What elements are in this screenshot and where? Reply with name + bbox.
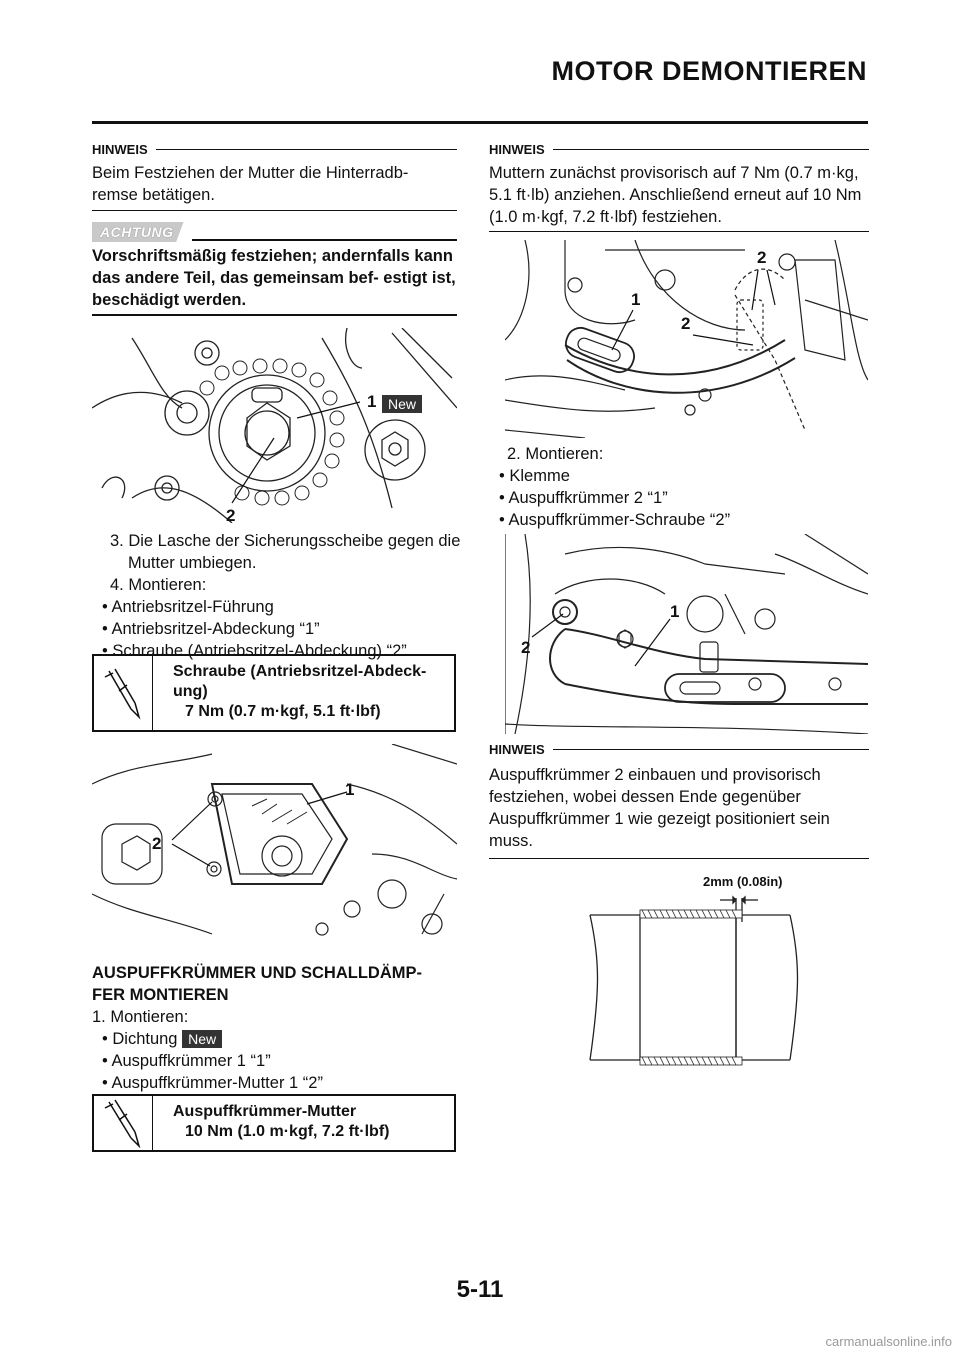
list-item: • Dichtung New <box>102 1028 462 1050</box>
page-number: 5-11 <box>456 1276 504 1303</box>
figure-callout-2: 2 <box>152 834 162 853</box>
spec-value: 7 Nm (0.7 m·kgf, 5.1 ft·lbf) <box>185 703 381 720</box>
section-step-1-list: • Dichtung New • Auspuffkrümmer 1 “1” • … <box>102 1028 462 1094</box>
list-item: • Auspuffkrümmer-Schraube “2” <box>499 511 731 529</box>
list-item: • Auspuffkrümmer-Mutter 1 “2” <box>102 1074 323 1092</box>
section-heading: AUSPUFFKRÜMMER UND SCHALLDÄMP- FER MONTI… <box>92 964 422 1004</box>
figure-callout-1: 1 <box>367 392 377 411</box>
step-2-list: • Klemme • Auspuffkrümmer 2 “1” • Auspuf… <box>499 465 859 531</box>
sprocket-illustration <box>91 327 458 524</box>
figure-callout-2: 2 <box>226 506 236 525</box>
caution-heading: ACHTUNG <box>92 222 457 242</box>
title-rule <box>92 121 868 124</box>
note-heading-label: HINWEIS <box>92 142 148 157</box>
figure-callout-2: 2 <box>757 248 767 267</box>
step-4-title: 4. Montieren: <box>110 576 207 594</box>
spec-name: Auspuffkrümmer-Mutter <box>173 1103 357 1120</box>
list-item: • Auspuffkrümmer 1 “1” <box>102 1052 271 1070</box>
sprocket-figure: 1 New 2 <box>91 327 458 525</box>
note-heading: HINWEIS <box>489 742 869 757</box>
list-item: • Antriebsritzel-Abdeckung “1” <box>102 620 320 638</box>
list-item: • Klemme <box>499 467 570 485</box>
step-4-list: • Antriebsritzel-Führung • Antriebsritze… <box>102 596 462 662</box>
pipe-overlap-illustration <box>589 895 799 1066</box>
list-item: • Auspuffkrümmer 2 “1” <box>499 489 668 507</box>
note-text: Auspuffkrümmer 2 einbauen und provisoris… <box>489 766 830 850</box>
note-heading: HINWEIS <box>92 142 457 157</box>
spec-name: Schraube (Antriebsritzel-Abdeck- ung) <box>173 663 427 700</box>
exhaust-pipe-2-illustration <box>504 533 869 735</box>
spec-value: 10 Nm (1.0 m·kgf, 7.2 ft·lbf) <box>185 1123 390 1140</box>
new-part-badge: New <box>182 1030 223 1048</box>
note-end-rule <box>489 231 869 232</box>
step-3: 3. Die Lasche der Sicherungsscheibe gege… <box>110 532 461 572</box>
torque-spec-box: Schraube (Antriebsritzel-Abdeck- ung) 7 … <box>92 654 456 732</box>
figure-callout-2: 2 <box>521 638 531 657</box>
section-step-1-title: 1. Montieren: <box>92 1008 189 1026</box>
note-text: Beim Festziehen der Mutter die Hinterrad… <box>92 164 409 204</box>
torque-spec-box: Auspuffkrümmer-Mutter 10 Nm (1.0 m·kgf, … <box>92 1094 456 1152</box>
exhaust-pipe-figure: 1 2 2 <box>504 239 869 439</box>
note-end-rule <box>489 858 869 859</box>
note-text: Muttern zunächst provisorisch auf 7 Nm (… <box>489 164 862 226</box>
note-heading: HINWEIS <box>489 142 869 157</box>
note-end-rule <box>92 210 457 211</box>
sprocket-cover-figure: 1 2 <box>91 743 458 944</box>
torque-wrench-icon <box>94 1096 153 1150</box>
pipe-overlap-diagram: 2mm (0.08in) <box>580 870 810 1070</box>
figure-callout-1: 1 <box>670 602 680 621</box>
exhaust-pipe-illustration <box>504 239 869 439</box>
caution-text: Vorschriftsmäßig festziehen; andernfalls… <box>92 247 456 309</box>
figure-callout-1: 1 <box>631 290 641 309</box>
caution-end-rule <box>92 314 457 316</box>
figure-callout-2: 2 <box>681 314 691 333</box>
torque-wrench-icon <box>94 656 153 730</box>
note-heading-label: HINWEIS <box>489 142 545 157</box>
dimension-label: 2mm (0.08in) <box>703 874 783 889</box>
watermark: carmanualsonline.info <box>825 1334 952 1349</box>
figure-callout-1: 1 <box>345 780 355 799</box>
list-item: • Antriebsritzel-Führung <box>102 598 274 616</box>
caution-badge: ACHTUNG <box>92 222 184 242</box>
note-heading-label: HINWEIS <box>489 742 545 757</box>
step-2-title: 2. Montieren: <box>507 445 604 463</box>
page-title: MOTOR DEMONTIEREN <box>551 56 867 86</box>
sprocket-cover-illustration <box>91 743 458 936</box>
new-part-badge: New <box>382 395 423 413</box>
exhaust-pipe-2-figure: 1 2 <box>504 533 869 735</box>
